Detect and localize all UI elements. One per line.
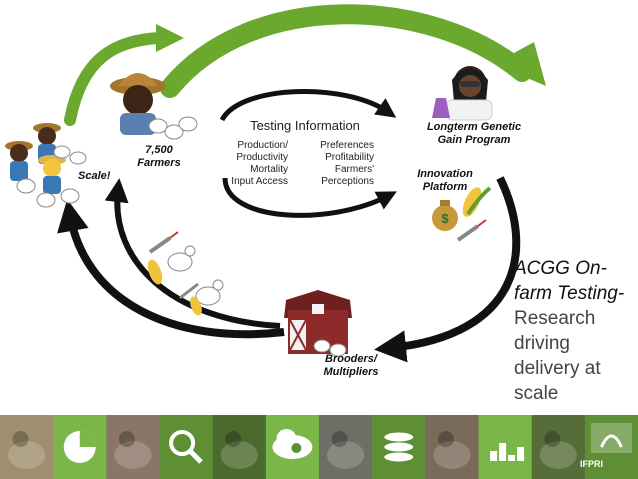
- testing-info-title: Testing Information: [250, 118, 360, 133]
- syringe-lower-icon: [179, 282, 199, 300]
- green-arrow-small: [64, 32, 166, 126]
- testing-info-item: Profitability: [325, 152, 374, 163]
- green-arrow-small-head: [156, 24, 184, 52]
- magnifier-icon: [159, 415, 214, 479]
- brooders-line-2: Multipliers: [323, 366, 379, 378]
- strip-photo: [0, 415, 54, 479]
- arrow-platform-to-brooders: [374, 176, 521, 363]
- farmers-count: 7,500: [145, 144, 173, 156]
- chicken-barn-icon: [313, 339, 347, 357]
- side-caption: ACGG On- farm Testing- Research driving …: [514, 256, 632, 406]
- money-bag-icon: $: [432, 200, 458, 231]
- chicken-flock-farmer-icon: [148, 116, 198, 140]
- testing-info-item: Perceptions: [321, 176, 374, 187]
- strip-photo: [319, 415, 373, 479]
- testing-info-item: Productivity: [236, 152, 288, 163]
- farmer-group-icon: [5, 123, 66, 194]
- syringe-icon: [456, 219, 487, 242]
- picture-strip: [0, 415, 638, 479]
- side-caption-accent-1: ACGG On-: [514, 258, 607, 279]
- corn-icon: [462, 186, 492, 217]
- syringe-left-icon: [148, 231, 179, 254]
- ifpri-logo-text: IFPRI: [580, 459, 604, 469]
- testing-info-left-column: Production/ Productivity Mortality Input…: [224, 140, 288, 188]
- innovation-line-1: Innovation: [417, 168, 473, 180]
- farmer-large-icon: [110, 73, 166, 135]
- brooders-label: Brooders/ Multipliers: [318, 353, 384, 379]
- side-caption-line-4: scale: [514, 383, 559, 404]
- green-arrow-large-head: [494, 42, 546, 86]
- strip-photo: [212, 415, 267, 479]
- corn-left-icon: [147, 259, 202, 316]
- testing-arc-top: [219, 88, 397, 122]
- innovation-line-2: Platform: [422, 181, 468, 193]
- arrow-brooders-to-scale: [57, 199, 285, 339]
- testing-info-item: Production/: [237, 140, 288, 151]
- testing-arc-bottom: [222, 177, 397, 218]
- side-caption-line-2: driving: [514, 333, 570, 354]
- farmers-word: Farmers: [137, 157, 181, 169]
- scale-label: Scale!: [78, 170, 111, 182]
- side-caption-line-3: delivery at: [514, 358, 601, 379]
- testing-info-item: Mortality: [250, 164, 288, 175]
- strip-photo: [531, 415, 586, 479]
- brooders-line-1: Brooders/: [325, 353, 377, 365]
- chicken-middle-icon: [167, 245, 224, 306]
- testing-info-item: Preferences: [320, 140, 374, 151]
- genetic-line-1: Longterm Genetic: [426, 121, 522, 133]
- chicken-flock-left-icon: [16, 145, 87, 208]
- side-caption-accent-2: farm Testing-: [514, 283, 625, 304]
- bar-chart-icon: [478, 415, 533, 479]
- genetic-line-2: Gain Program: [437, 134, 511, 146]
- innovation-platform-label: Innovation Platform: [414, 168, 476, 194]
- farmers-count-label: 7,500 Farmers: [134, 144, 184, 170]
- scientist-icon: [432, 66, 493, 121]
- svg-text:$: $: [441, 211, 449, 226]
- side-caption-line-1: Research: [514, 308, 596, 329]
- testing-info-right-column: Preferences Profitability Farmers' Perce…: [312, 140, 374, 188]
- testing-info-item: Farmers': [334, 164, 374, 175]
- strip-photo: [106, 415, 160, 479]
- strip-photo: [425, 415, 479, 479]
- green-arrow-large: [160, 4, 532, 98]
- genetic-program-label: Longterm Genetic Gain Program: [426, 121, 522, 147]
- database-icon: [372, 415, 426, 479]
- ifpri-logo: [584, 415, 638, 479]
- testing-info-item: Input Access: [231, 176, 288, 187]
- pie-chart-icon: [53, 415, 107, 479]
- cloud-gear-icon: [265, 415, 320, 479]
